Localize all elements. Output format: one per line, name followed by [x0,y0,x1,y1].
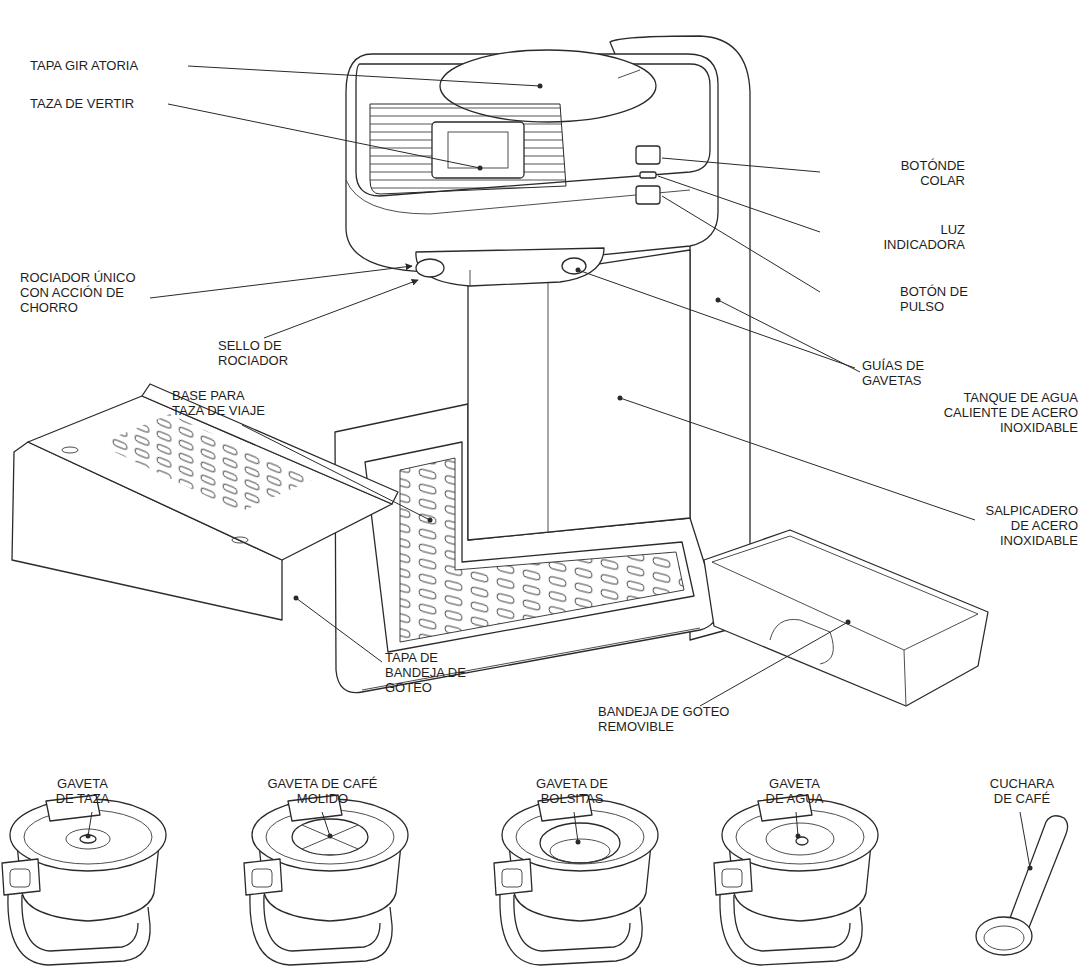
part-label: BASE PARA TAZA DE VIAJE [172,388,272,418]
machine-body [335,36,750,693]
part-label: SELLO DE ROCIADOR [218,338,298,368]
part-label: TAPA GIR ATORIA [30,58,230,73]
part-label: SALPICADERO DE ACERO INOXIDABLE [978,503,1078,548]
cup-drawer [2,795,166,965]
part-label: BOTÓN DE PULSO [900,284,980,314]
part-label: TANQUE DE AGUA CALIENTE DE ACERO INOXIDA… [933,390,1078,435]
leader-lines [86,66,1033,871]
part-label: GAVETA DE AGUA [762,776,827,806]
ground-coffee-drawer [244,795,408,965]
pod-drawer [494,795,658,965]
part-label: ROCIADOR ÚNICO CON ACCIÓN DE CHORRO [20,270,145,315]
part-label: CUCHARA DE CAFÉ [986,776,1058,806]
part-label: GAVETA DE BOLSITAS [527,776,617,806]
part-label: TAZA DE VERTIR [30,96,230,111]
water-drawer [714,795,878,965]
drip-tray-lid [12,384,398,620]
part-label: BANDEJA DE GOTEO REMOVIBLE [598,704,738,734]
part-label: GUÍAS DE GAVETAS [862,358,937,388]
part-label: GAVETA DE TAZA [50,776,115,806]
part-label: BOTÓNDE COLAR [890,158,965,188]
part-label: LUZ INDICADORA [875,222,965,252]
coffee-scoop [976,816,1068,955]
part-label: GAVETA DE CAFÉ MOLIDO [260,776,385,806]
part-label: TAPA DE BANDEJA DE GOTEO [385,650,475,695]
